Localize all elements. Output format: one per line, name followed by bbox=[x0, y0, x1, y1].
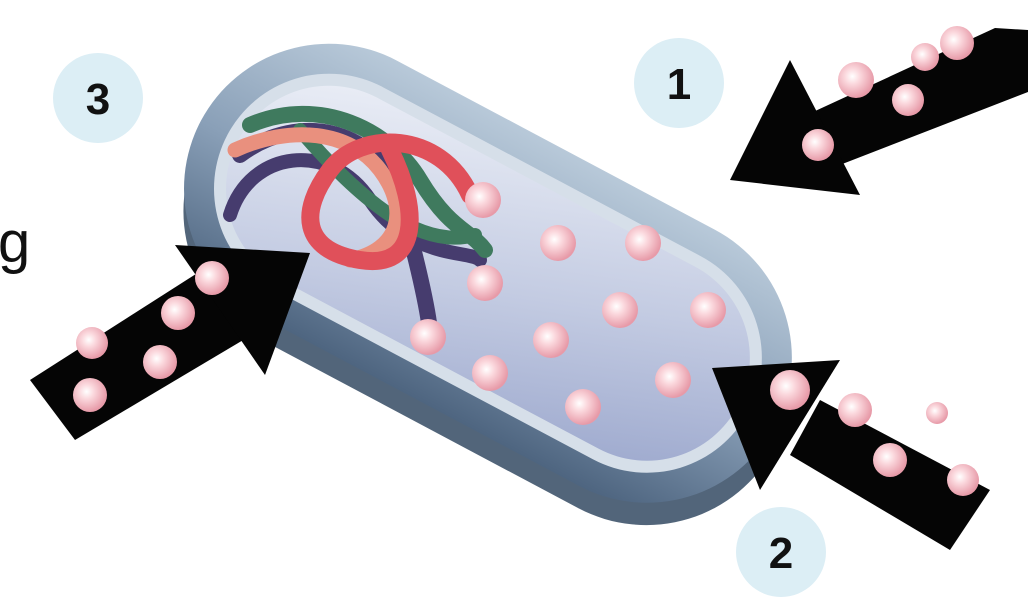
particle-icon bbox=[73, 378, 107, 412]
particle-icon bbox=[602, 292, 638, 328]
arrow-icon bbox=[30, 245, 310, 440]
particle-icon bbox=[770, 370, 810, 410]
arrow-icon bbox=[730, 28, 1028, 195]
particle-icon bbox=[467, 265, 503, 301]
badge-1-label: 1 bbox=[667, 60, 691, 109]
badge-1: 1 bbox=[634, 38, 724, 128]
particle-icon bbox=[911, 43, 939, 71]
particle-icon bbox=[947, 464, 979, 496]
particle-icon bbox=[533, 322, 569, 358]
particle-icon bbox=[161, 296, 195, 330]
particle-icon bbox=[472, 355, 508, 391]
particle-icon bbox=[565, 389, 601, 425]
particle-icon bbox=[410, 319, 446, 355]
particle-icon bbox=[690, 292, 726, 328]
particle-icon bbox=[926, 402, 948, 424]
particle-icon bbox=[540, 225, 576, 261]
particle-icon bbox=[625, 225, 661, 261]
clipped-letter: g bbox=[0, 210, 30, 275]
badge-3: 3 bbox=[53, 53, 143, 143]
particle-icon bbox=[892, 84, 924, 116]
particle-icon bbox=[655, 362, 691, 398]
particle-icon bbox=[838, 393, 872, 427]
particle-icon bbox=[802, 129, 834, 161]
particle-icon bbox=[195, 261, 229, 295]
badge-3-label: 3 bbox=[86, 75, 110, 124]
badge-2: 2 bbox=[736, 507, 826, 597]
particle-icon bbox=[838, 62, 874, 98]
particle-icon bbox=[873, 443, 907, 477]
particle-icon bbox=[76, 327, 108, 359]
particle-icon bbox=[465, 182, 501, 218]
particle-icon bbox=[940, 26, 974, 60]
badge-2-label: 2 bbox=[769, 529, 793, 578]
particle-icon bbox=[143, 345, 177, 379]
